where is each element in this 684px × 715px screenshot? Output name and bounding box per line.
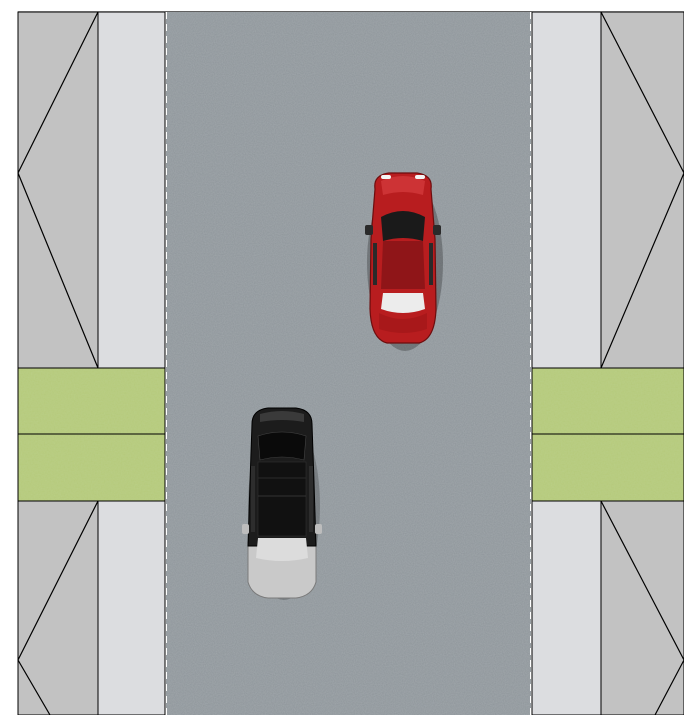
grass-right bbox=[532, 368, 684, 501]
black-silver-car bbox=[242, 408, 322, 600]
sidewalk-left-top bbox=[98, 12, 165, 368]
sidewalk-right-top bbox=[532, 12, 601, 368]
building-roof-right-top bbox=[601, 12, 684, 368]
right-block bbox=[532, 12, 684, 715]
building-roof-left-bottom bbox=[18, 501, 98, 715]
road bbox=[165, 12, 532, 715]
sidewalk-left-bottom bbox=[98, 501, 165, 715]
sidewalk-right-bottom bbox=[532, 501, 601, 715]
grass-left bbox=[18, 368, 165, 501]
left-block bbox=[18, 12, 165, 715]
red-car bbox=[365, 173, 443, 351]
building-roof-right-bottom bbox=[601, 501, 684, 715]
building-roof-left-top bbox=[18, 12, 98, 368]
